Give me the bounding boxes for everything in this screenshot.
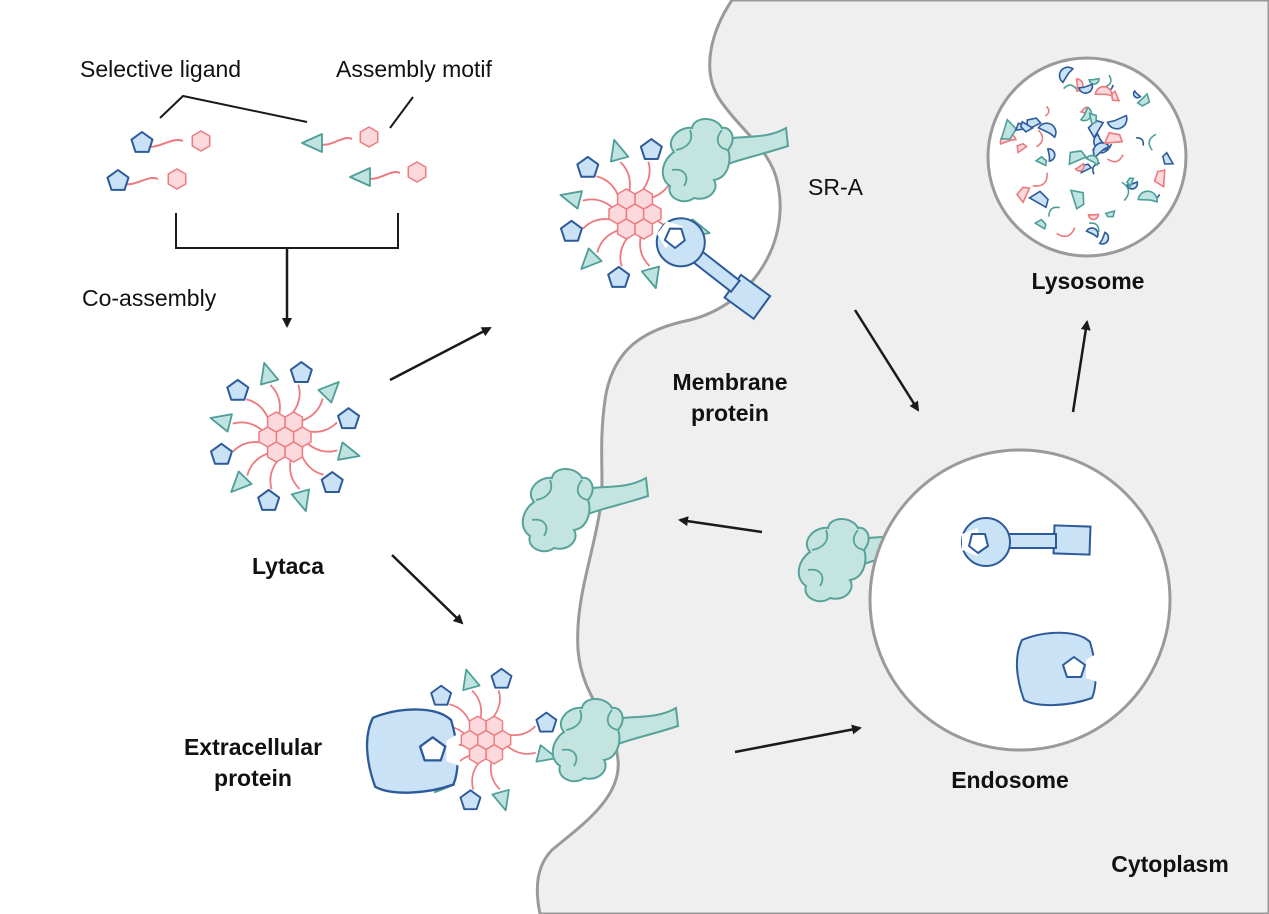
extracellular-protein-label-line2: protein bbox=[214, 765, 292, 791]
extracellular-protein-label-line1: Extracellular bbox=[183, 734, 323, 760]
process-arrows bbox=[389, 309, 1091, 754]
endosome-label: Endosome bbox=[951, 767, 1069, 793]
co-assembly-label: Co-assembly bbox=[82, 285, 217, 311]
endosome-vesicle bbox=[868, 448, 1172, 752]
lytaca-label: Lytaca bbox=[251, 553, 325, 579]
membrane-complex-nanoparticle bbox=[557, 136, 713, 292]
arrow-to-lysosome bbox=[1071, 320, 1091, 413]
ligand-motif-molecules bbox=[106, 126, 427, 191]
membrane-protein-label-line1: Membrane bbox=[672, 369, 788, 395]
lysosome-label: Lysosome bbox=[1031, 268, 1145, 294]
cytoplasm-label: Cytoplasm bbox=[1111, 851, 1229, 877]
membrane-protein-label: Membrane protein bbox=[650, 367, 810, 429]
lytaca-nanoparticle bbox=[207, 359, 363, 515]
arrow-to-extracellular bbox=[391, 554, 464, 625]
lysosome-degraded-fragments bbox=[999, 66, 1175, 245]
extracellular-protein-label: Extracellular protein bbox=[160, 732, 346, 794]
arrow-to-endosome-bottom bbox=[734, 724, 862, 754]
extracellular-protein-blob bbox=[365, 708, 462, 794]
selective-ligand-label: Selective ligand bbox=[80, 56, 242, 82]
arrow-recycling bbox=[678, 516, 763, 534]
membrane-protein-receptor bbox=[646, 207, 779, 327]
membrane-protein-label-line2: protein bbox=[691, 400, 769, 426]
co-assembly-bracket bbox=[175, 213, 399, 328]
arrow-to-endosome-top bbox=[853, 309, 920, 412]
arrow-to-membrane bbox=[389, 326, 492, 382]
sr-a-label: SR-A bbox=[808, 174, 863, 200]
label-pointer-lines bbox=[159, 94, 414, 129]
endosome-protein-blob bbox=[1015, 631, 1099, 707]
assembly-motif-label: Assembly motif bbox=[336, 56, 492, 82]
